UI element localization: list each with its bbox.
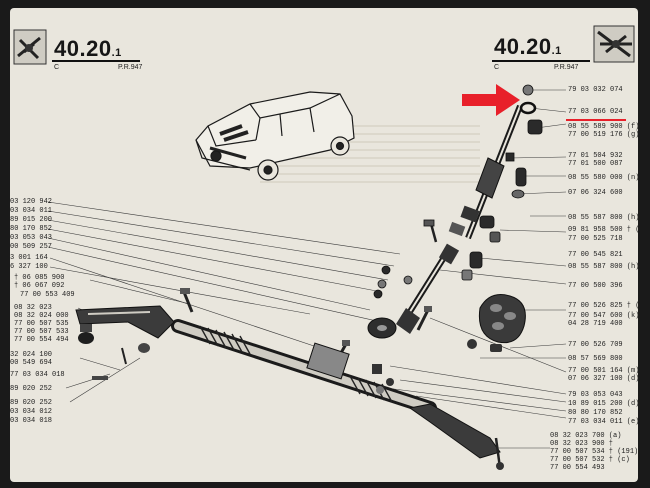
part-label: 89 020 252 (10, 385, 53, 393)
leader-lines-left (47, 201, 401, 403)
part-label: 77 00 507 532 † (c) (550, 456, 630, 464)
part-label: 6 327 100 (10, 263, 48, 271)
part-label: 03 034 012 (10, 408, 53, 416)
part-label: 77 00 553 409 (20, 291, 75, 299)
part-label: 07 06 327 100 (d) (568, 375, 638, 383)
part-label: 77 03 034 011 (e) (568, 418, 638, 426)
part-label: 77 00 507 535 (14, 320, 69, 328)
part-label: 77 00 507 533 (14, 328, 69, 336)
part-label: 79 03 032 074 (568, 86, 623, 94)
thumbnail-left (13, 29, 47, 65)
part-label: 3 001 164 (10, 254, 48, 262)
part-label: 08 55 587 800 (h) (568, 214, 638, 222)
part-label: 03 034 018 (10, 417, 53, 425)
part-label: 77 03 034 018 (10, 371, 65, 379)
part-label: 80 80 170 852 (568, 409, 623, 417)
part-label: 77 00 547 600 (k) (568, 312, 638, 320)
part-label: 08 55 580 000 (n) 1154 (568, 174, 638, 182)
steering-rack (171, 319, 437, 415)
part-label: 77 00 500 396 (568, 282, 623, 290)
section-number-left: 40.20.1 (54, 36, 122, 61)
track-rod-right (408, 403, 504, 470)
part-label: 04 28 719 400 (568, 320, 623, 328)
part-label: 77 00 507 534 † (191) (550, 448, 638, 456)
part-label: 08 57 569 800 (568, 355, 623, 363)
part-label: 08 32 024 000 (14, 312, 69, 320)
part-label: 77 00 519 176 (g) (568, 131, 638, 139)
steering-column (396, 104, 523, 334)
parts-sheet: 40.20.1 C P.R.947 40.20.1 C P.R.947 79 0… (10, 8, 638, 482)
part-label: 77 01 500 087 (568, 160, 623, 168)
part-label: 00 549 694 (10, 359, 53, 367)
part-label: 77 00 526 825 † (i) (568, 302, 638, 310)
rubber-coupling (467, 294, 526, 352)
part-label: 77 00 526 709 (568, 341, 623, 349)
part-label: 77 03 066 024 (568, 108, 623, 116)
part-label: 00 509 257 (10, 243, 53, 251)
thumbnail-right (593, 25, 635, 63)
part-label: † 06 067 092 (14, 282, 65, 290)
leader-lines-right (385, 89, 567, 449)
part-label: 77 00 501 164 (m) (568, 367, 638, 375)
part-label: 77 00 554 493 (550, 464, 605, 472)
section-ref-left: P.R.947 (118, 64, 143, 71)
section-ref-right: P.R.947 (554, 64, 579, 71)
exploded-diagram (13, 25, 635, 470)
part-label: † 06 085 900 (14, 274, 65, 282)
part-label: 80 170 852 (10, 225, 53, 233)
part-label: 08 32 023 (14, 304, 52, 312)
part-label: 09 81 958 500 † (h) (568, 226, 638, 234)
part-label: 79 03 053 043 (568, 391, 623, 399)
section-code-left: C (54, 64, 60, 71)
car-illustration (195, 91, 355, 181)
track-rod-left (75, 288, 194, 380)
part-label: 07 06 324 600 (568, 189, 623, 197)
part-label: 08 32 023 900 † (550, 440, 614, 448)
part-label: 77 00 545 821 (568, 251, 623, 259)
part-label: 32 024 100 (10, 351, 53, 359)
part-label: 10 89 015 200 (d) (568, 400, 638, 408)
part-label: 77 00 525 718 (568, 235, 623, 243)
part-label: 77 01 504 932 (568, 152, 623, 160)
section-code-right: C (494, 64, 500, 71)
part-label: 89 020 252 (10, 399, 53, 407)
section-number-right: 40.20.1 (494, 34, 562, 59)
part-label: 77 00 554 494 (14, 336, 69, 344)
part-label: 08 55 589 900 (f) (568, 123, 638, 131)
part-label: 08 32 023 700 (a) (550, 432, 622, 440)
flex-joint (334, 306, 432, 363)
highlight-arrow (462, 84, 520, 116)
part-label: 03 120 942 (10, 198, 53, 206)
column-small-parts (373, 84, 543, 299)
part-label: 03 034 011 (10, 207, 53, 215)
part-label: 89 015 200 (10, 216, 53, 224)
part-label: 03 053 043 (10, 234, 53, 242)
part-label: 08 55 587 800 (h) (568, 263, 638, 271)
